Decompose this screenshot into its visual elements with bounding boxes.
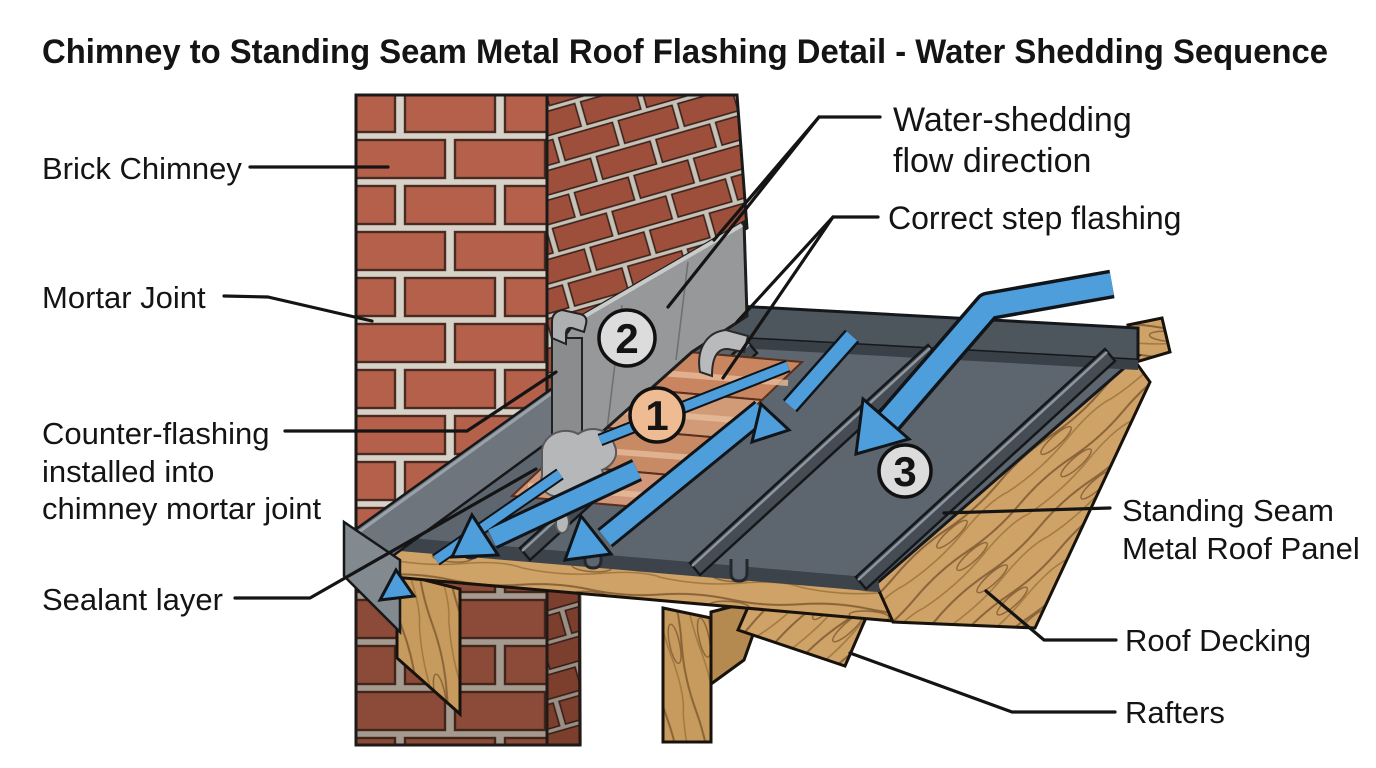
- marker-2-number: 2: [615, 315, 638, 362]
- water-arrow-heads: [377, 396, 913, 602]
- mortar-joint-hook: [551, 308, 588, 346]
- label-rafters: Rafters: [1125, 695, 1225, 730]
- label-roof-decking: Roof Decking: [1125, 623, 1311, 658]
- diagram-title: Chimney to Standing Seam Metal Roof Flas…: [42, 33, 1328, 71]
- leader-water-shedding-2: [712, 115, 821, 242]
- drip-edge-corner: [342, 519, 402, 636]
- sequence-markers: [597, 308, 933, 499]
- marker-1-number: 1: [645, 392, 668, 439]
- label-brick-chimney: Brick Chimney: [42, 151, 242, 186]
- marker-1-circle: [628, 386, 686, 444]
- rafter-middle: [661, 606, 713, 744]
- eave-edge: [386, 536, 880, 592]
- label-standing-seam-1: Standing Seam: [1122, 493, 1334, 528]
- flashing-clip: [698, 328, 750, 378]
- leader-step-flashing-2: [735, 215, 835, 324]
- label-counter-flashing-2: installed into: [42, 454, 214, 489]
- marker-3-circle: [877, 443, 933, 499]
- label-water-shedding-2: flow direction: [893, 142, 1091, 180]
- standing-seam-rib: [854, 347, 1117, 591]
- label-standing-seam-2: Metal Roof Panel: [1122, 531, 1360, 566]
- label-water-shedding-1: Water-shedding: [893, 101, 1132, 139]
- label-correct-step-flashing: Correct step flashing: [888, 200, 1181, 236]
- leader-standing-seam: [942, 506, 1112, 515]
- label-mortar-joint: Mortar Joint: [42, 280, 206, 315]
- leader-rafters: [848, 651, 1117, 714]
- label-sealant-layer: Sealant layer: [42, 582, 223, 617]
- leader-sealant: [233, 467, 538, 600]
- leader-counter-flashing: [283, 370, 558, 433]
- marker-2-circle: [597, 308, 657, 368]
- label-counter-flashing-1: Counter-flashing: [42, 416, 269, 451]
- marker-3-number: 3: [893, 448, 916, 495]
- leader-mortar-joint: [222, 294, 374, 323]
- leader-roof-decking: [984, 589, 1118, 642]
- label-counter-flashing-3: chimney mortar joint: [42, 491, 321, 526]
- leader-lines: [222, 115, 1118, 714]
